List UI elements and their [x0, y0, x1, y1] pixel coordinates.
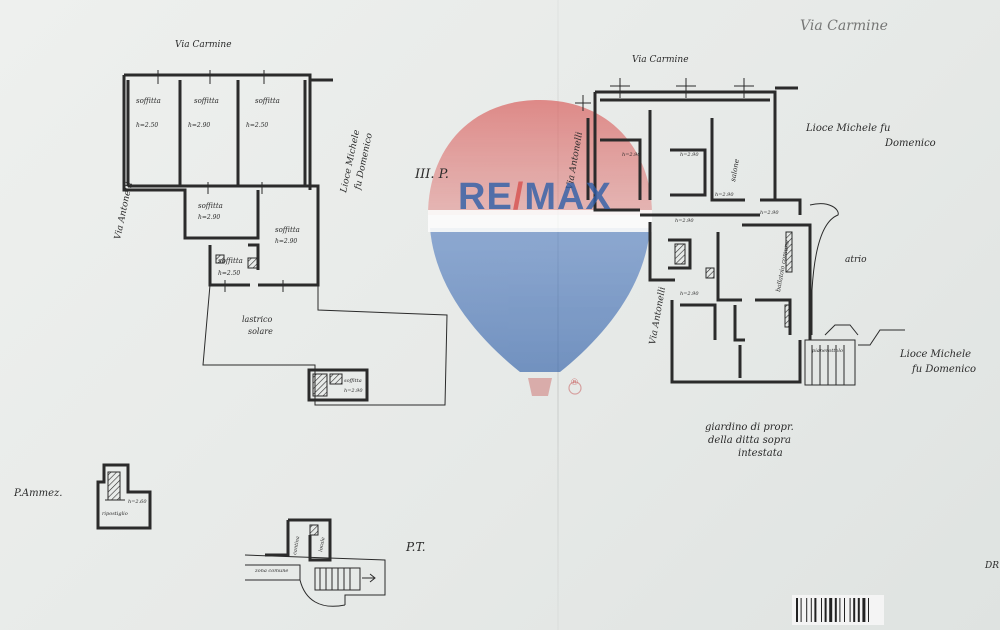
left-room-1-name: soffitta: [136, 97, 161, 105]
remax-balloon-watermark: [428, 100, 652, 396]
left-room-2-name: soffitta: [194, 97, 219, 105]
left-street-top-label: Via Carmine: [175, 40, 232, 50]
floor-label-iii: III. P.: [414, 167, 449, 182]
barcode-bar: [824, 598, 827, 622]
barcode-bar: [839, 598, 841, 622]
barcode-bar: [849, 598, 851, 622]
left-room-3-name: soffitta: [255, 97, 280, 105]
annex-height: h=2.60: [128, 499, 147, 505]
barcode-bar: [868, 598, 869, 622]
annex-room: ripostiglio: [102, 511, 128, 517]
right-stair: [804, 324, 859, 386]
left-room-5-name: soffitta: [275, 226, 300, 234]
garden-label-line3: intestata: [738, 448, 783, 459]
corner-text: DR: [984, 561, 999, 571]
registered-mark: ®: [570, 378, 579, 388]
stair-room-name: soffitta: [344, 378, 362, 384]
faded-header-text: Via Carmine: [800, 18, 888, 34]
left-room-6-height: h=2.50: [218, 270, 240, 277]
annex-plan: [96, 463, 152, 530]
barcode-bar: [796, 598, 798, 622]
left-room-4-height: h=2.90: [198, 214, 220, 221]
ground-room-2: locale: [318, 537, 327, 553]
garden-label-line2: della ditta sopra: [708, 435, 791, 446]
right-height-6: h=2.90: [760, 210, 779, 216]
left-room-5-height: h=2.90: [275, 238, 297, 245]
right-neighbor-bottom-line2: fu Domenico: [911, 364, 976, 375]
ground-room-1: cantina: [292, 536, 301, 556]
barcode-bar: [844, 598, 845, 622]
remax-max: MAX: [524, 176, 612, 218]
barcode-stamp: [792, 595, 884, 625]
right-height-4: h=2.90: [675, 218, 694, 224]
atrio-label: atrio: [845, 255, 867, 265]
barcode-bar: [862, 598, 866, 622]
right-height-3: h=2.90: [715, 192, 734, 198]
left-room-2-height: h=2.90: [188, 122, 210, 129]
barcode-bar: [810, 598, 812, 622]
barcode-bar: [829, 598, 833, 622]
ground-corridor-label: zona comune: [254, 568, 288, 574]
stair-room-height: h=2.90: [344, 388, 363, 394]
left-room-4-name: soffitta: [198, 202, 223, 210]
barcode-bar: [800, 598, 802, 622]
ground-floor-label: P.T.: [405, 540, 426, 554]
barcode-bar: [806, 598, 808, 622]
left-room-6-name: soffitta: [218, 257, 243, 265]
garden-label-line1: giardino di propr.: [705, 422, 794, 433]
barcode-bar: [834, 598, 837, 622]
barcode-bar: [814, 598, 817, 622]
salone-label: salone: [729, 158, 741, 182]
terrace-label-line2: solare: [248, 327, 273, 336]
left-room-1-height: h=2.50: [136, 122, 158, 129]
left-floor-plan: [122, 70, 448, 406]
left-street-side-label: Via Antonelli: [113, 181, 135, 240]
ground-floor-plan: [244, 518, 386, 607]
barcode-bar: [857, 598, 860, 622]
annex-label: P.Ammez.: [13, 488, 62, 499]
barcode-bar: [853, 598, 856, 622]
right-height-2: h=2.90: [680, 152, 699, 158]
barcode-bar: [821, 598, 822, 622]
right-street-side-lower: Via Antonelli: [648, 286, 668, 346]
right-street-top-label: Via Carmine: [632, 55, 689, 65]
remax-logo-text: RE/MAX: [458, 176, 628, 218]
remax-slash: /: [512, 176, 525, 218]
left-room-3-height: h=2.50: [246, 122, 268, 129]
right-neighbor-bottom-line1: Lioce Michele: [899, 349, 971, 360]
right-floor-plan: [575, 78, 905, 386]
right-neighbor-top-line2: Domenico: [884, 138, 936, 149]
remax-re: RE: [458, 176, 513, 218]
right-height-1: h=2.90: [622, 152, 641, 158]
terrace-label-line1: lastrico: [242, 315, 273, 324]
right-height-5: h=2.90: [680, 291, 699, 297]
right-neighbor-top-line1: Lioce Michele fu: [805, 123, 890, 134]
pianerottolo-label: pianerottolo: [812, 348, 843, 354]
